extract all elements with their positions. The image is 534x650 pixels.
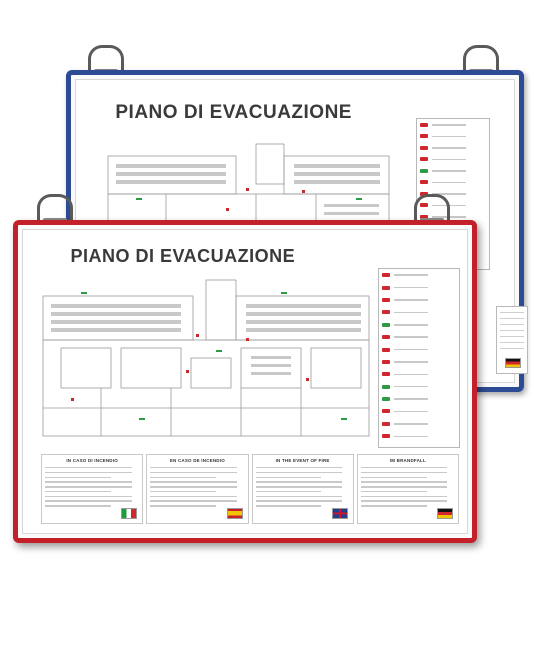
front-hanger-left [37, 194, 73, 224]
back-instructions-box [496, 306, 528, 374]
front-evacuation-sign: PIANO DI EVACUAZIONE [13, 220, 477, 543]
legend-text-line [394, 385, 428, 388]
legend-item [379, 442, 459, 447]
legend-text-line [432, 124, 466, 126]
legend-symbol [420, 191, 428, 196]
legend-text-line [394, 410, 428, 413]
legend-symbol [382, 322, 390, 327]
back-hanger-right [463, 45, 499, 75]
legend-symbol [382, 397, 390, 402]
panel-body-text [360, 467, 455, 507]
panel-body-text [255, 467, 350, 507]
panel-title: IN CASO DI INCENDIO [66, 458, 118, 463]
legend-symbol [382, 384, 390, 389]
legend-symbol [420, 168, 428, 173]
legend-symbol [382, 335, 390, 340]
legend-text-line [394, 336, 428, 338]
legend-item [379, 343, 459, 355]
panel-body-text [150, 467, 244, 507]
legend-text-line [394, 361, 428, 363]
front-sign-sheet: PIANO DI EVACUAZIONE [22, 229, 468, 534]
flag-italy-icon [121, 508, 138, 519]
legend-text-line [394, 324, 428, 326]
legend-item [379, 269, 459, 281]
back-sign-title: PIANO DI EVACUAZIONE [115, 102, 352, 123]
legend-symbol [420, 122, 428, 127]
legend-item [417, 177, 489, 189]
front-floor-plan [42, 279, 370, 437]
legend-symbol [420, 157, 428, 162]
instruction-panel-italian: IN CASO DI INCENDIO [41, 454, 144, 524]
legend-item [379, 331, 459, 343]
front-legend [378, 268, 460, 448]
front-sign-title: PIANO DI EVACUAZIONE [70, 246, 296, 266]
legend-text-line [432, 181, 466, 183]
legend-symbol [382, 409, 390, 414]
back-floor-plan [107, 143, 390, 251]
legend-symbol [382, 310, 390, 315]
instruction-panel-german: IM BRANDFALL [356, 454, 459, 524]
legend-item [379, 294, 459, 306]
legend-item [379, 381, 459, 393]
legend-symbol [420, 180, 428, 185]
panel-title: IN THE EVENT OF FIRE [275, 458, 330, 463]
legend-item [379, 430, 459, 442]
legend-item [417, 119, 489, 131]
legend-symbol [420, 134, 428, 139]
legend-symbol [382, 446, 390, 447]
back-hanger-left [88, 45, 124, 75]
panel-title: EN CASO DE INCENDIO [169, 458, 225, 463]
legend-text-line [432, 158, 466, 160]
legend-symbol [382, 359, 390, 364]
legend-item [379, 281, 459, 293]
legend-text-line [394, 398, 428, 400]
flag-germany-icon [505, 358, 521, 368]
legend-symbol [382, 347, 390, 352]
legend-symbol [382, 285, 390, 290]
legend-symbol [382, 434, 390, 439]
legend-text-line [432, 147, 466, 149]
legend-item [379, 368, 459, 380]
panel-body-text [45, 467, 139, 507]
legend-symbol [382, 421, 390, 426]
legend-text-line [394, 373, 428, 376]
legend-text-line [394, 311, 428, 314]
instruction-panel-spanish: EN CASO DE INCENDIO [146, 454, 249, 524]
legend-item [379, 319, 459, 331]
legend-item [417, 131, 489, 143]
legend-item [417, 142, 489, 154]
front-hanger-right [414, 194, 450, 224]
legend-item [417, 165, 489, 177]
instruction-panel-english: IN THE EVENT OF FIRE [251, 454, 354, 524]
legend-item [417, 154, 489, 166]
legend-symbol [382, 297, 390, 302]
panel-title: IM BRANDFALL [389, 458, 426, 463]
legend-item [379, 418, 459, 430]
legend-symbol [382, 273, 390, 278]
legend-item [379, 405, 459, 417]
legend-item [379, 356, 459, 368]
legend-text-line [432, 170, 466, 172]
legend-text-line [394, 299, 428, 301]
legend-text-line [394, 274, 428, 276]
legend-text-line [432, 193, 466, 195]
legend-text-line [394, 348, 428, 351]
legend-text-line [394, 286, 428, 289]
legend-item [379, 393, 459, 405]
flag-uk-icon [331, 508, 348, 519]
legend-symbol [420, 145, 428, 150]
legend-text-line [432, 135, 466, 137]
legend-item [417, 188, 489, 200]
front-instruction-panels: IN CASO DI INCENDIO EN CASO DE INCENDIO … [41, 454, 459, 524]
legend-text-line [394, 435, 428, 438]
flag-spain-icon [226, 508, 243, 519]
legend-symbol [382, 372, 390, 377]
legend-item [379, 306, 459, 318]
legend-text-line [394, 423, 428, 425]
flag-germany-icon [437, 508, 453, 519]
